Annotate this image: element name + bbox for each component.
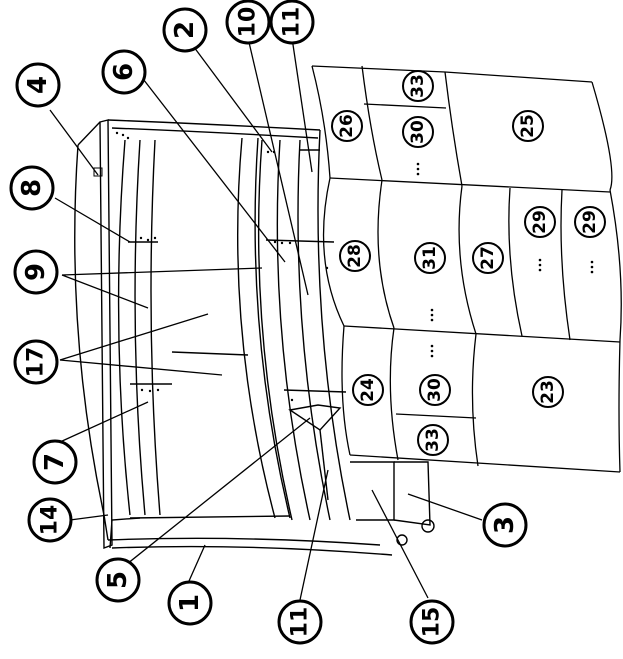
callout-2-label: 2 (170, 21, 200, 39)
panel-markers: 26 33 30 25 28 31 27 29 (331, 70, 606, 456)
marker-23: 23 (532, 376, 564, 408)
callout-17: 17 (13, 339, 59, 385)
callout-3: 3 (482, 502, 528, 548)
callout-7: 7 (32, 439, 78, 485)
callout-15-label: 15 (420, 607, 445, 638)
callout-14: 14 (27, 497, 73, 543)
callout-11-bottom: 11 (277, 599, 323, 645)
callout-10-label: 10 (236, 7, 261, 38)
callout-8: 8 (9, 165, 55, 211)
callout-8-label: 8 (17, 179, 47, 197)
marker-33-top: 33 (402, 70, 434, 102)
callout-1: 1 (167, 580, 213, 626)
marker-31: 31 (414, 242, 446, 274)
callout-11-top: 11 (269, 0, 315, 45)
callout-1-label: 1 (175, 594, 205, 612)
marker-29-right: 29 (574, 206, 606, 238)
marker-26-label: 26 (337, 114, 357, 138)
callout-10: 10 (225, 0, 271, 45)
callout-5: 5 (95, 557, 141, 603)
marker-29-left-label: 29 (530, 210, 550, 234)
marker-26: 26 (331, 110, 363, 142)
callout-11-bottom-label: 11 (288, 607, 313, 638)
hardware-dots (115, 131, 329, 402)
marker-24: 24 (352, 374, 384, 406)
marker-29-right-label: 29 (580, 210, 600, 234)
marker-33-top-label: 33 (408, 74, 428, 98)
callout-7-label: 7 (40, 453, 70, 471)
ellipsis-marks (416, 162, 594, 358)
marker-29-left: 29 (524, 206, 556, 238)
callout-4: 4 (15, 62, 61, 108)
marker-31-label: 31 (420, 246, 440, 270)
callout-6-label: 6 (109, 63, 139, 81)
marker-25: 25 (512, 110, 544, 142)
callout-15: 15 (409, 599, 455, 645)
callout-17-label: 17 (24, 347, 49, 378)
marker-25-label: 25 (518, 114, 538, 138)
marker-28: 28 (339, 240, 371, 272)
callout-9: 9 (13, 249, 59, 295)
callout-6: 6 (101, 49, 147, 95)
marker-30-top-label: 30 (408, 120, 428, 144)
furniture-outline (74, 119, 435, 556)
marker-24-label: 24 (358, 378, 378, 402)
callout-11-top-label: 11 (280, 7, 305, 38)
callout-5-label: 5 (103, 571, 133, 589)
marker-23-label: 23 (538, 380, 558, 404)
panel-numbers (93, 167, 103, 177)
marker-28-label: 28 (345, 244, 365, 268)
marker-30-bottom-label: 30 (425, 378, 445, 402)
callout-4-label: 4 (23, 76, 53, 94)
callout-9-label: 9 (21, 263, 51, 281)
marker-27: 27 (472, 242, 504, 274)
marker-33-bottom-label: 33 (423, 428, 443, 452)
callout-3-label: 3 (490, 516, 520, 534)
callout-2: 2 (162, 7, 208, 53)
marker-30-top: 30 (402, 116, 434, 148)
marker-30-bottom: 30 (419, 374, 451, 406)
marker-33-bottom: 33 (417, 424, 449, 456)
leader-lines (49, 34, 483, 601)
door-panel-outline (311, 65, 622, 473)
marker-27-label: 27 (478, 246, 498, 270)
callout-14-label: 14 (38, 505, 63, 536)
part-callouts: 1 2 3 4 5 6 7 8 (9, 0, 528, 645)
